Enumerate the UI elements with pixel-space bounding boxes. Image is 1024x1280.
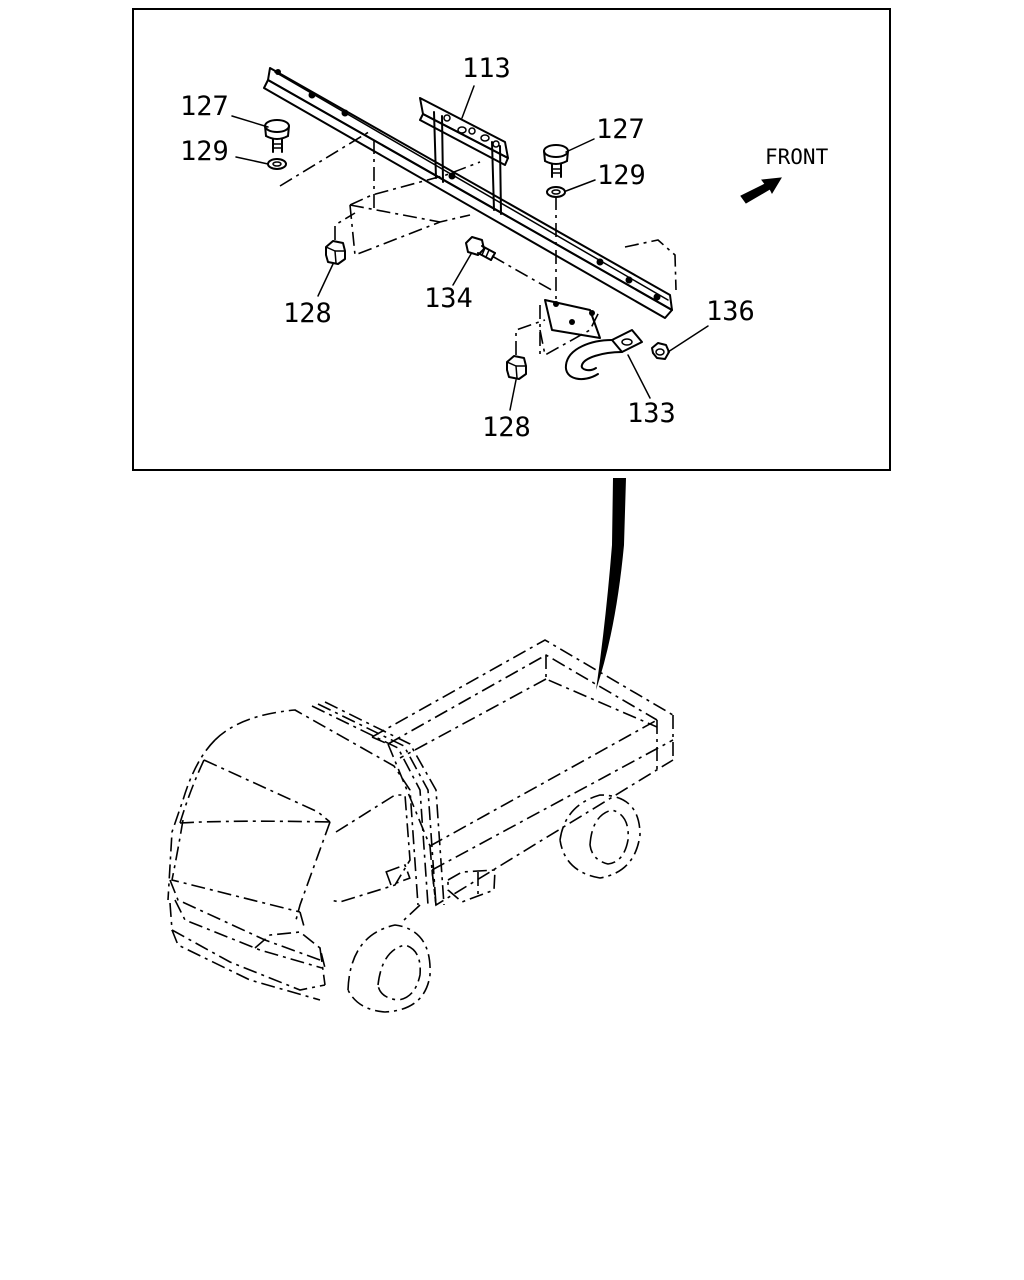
callout-134: 134 bbox=[424, 283, 473, 314]
front-wheel bbox=[347, 924, 431, 1013]
hook-bracket bbox=[544, 299, 601, 339]
rear-wheel bbox=[559, 794, 641, 879]
front-label: FRONT bbox=[765, 145, 829, 169]
callout-128-left: 128 bbox=[283, 298, 332, 329]
centerline bbox=[491, 255, 556, 293]
nut-136 bbox=[651, 342, 670, 360]
detail-pointer bbox=[596, 478, 626, 690]
truck-illustration bbox=[167, 639, 674, 1013]
callout-129-left: 129 bbox=[180, 136, 229, 167]
centerline bbox=[334, 212, 356, 240]
callout-133: 133 bbox=[627, 398, 676, 429]
callout-129-right: 129 bbox=[597, 160, 646, 191]
nut-128-bottom bbox=[506, 355, 527, 380]
frame-side-member-left bbox=[349, 161, 481, 257]
callout-128-bottom: 128 bbox=[482, 412, 531, 443]
callout-136: 136 bbox=[706, 296, 755, 327]
bolt-134 bbox=[465, 236, 496, 261]
leader-lines bbox=[231, 85, 709, 411]
detail-frame bbox=[132, 8, 891, 471]
bolt-127-left bbox=[264, 119, 290, 153]
fuel-tank bbox=[447, 869, 496, 903]
bolt-127-right bbox=[543, 144, 569, 178]
callout-127-left: 127 bbox=[180, 91, 229, 122]
washer-129-left bbox=[267, 158, 287, 170]
cab bbox=[167, 709, 421, 1001]
nut-128-left bbox=[325, 240, 346, 265]
bracket-113 bbox=[419, 97, 509, 215]
tow-hook-133 bbox=[564, 329, 643, 381]
centerline bbox=[279, 129, 373, 187]
centerline bbox=[515, 319, 546, 355]
callout-113: 113 bbox=[462, 53, 511, 84]
cargo-bed bbox=[371, 639, 674, 907]
callout-127-right: 127 bbox=[596, 114, 645, 145]
front-arrow-icon bbox=[740, 177, 782, 204]
cross-member-rail bbox=[263, 67, 673, 319]
washer-129-right bbox=[546, 186, 566, 198]
cab-back bbox=[311, 701, 445, 906]
frame-side-member-right bbox=[539, 239, 677, 357]
